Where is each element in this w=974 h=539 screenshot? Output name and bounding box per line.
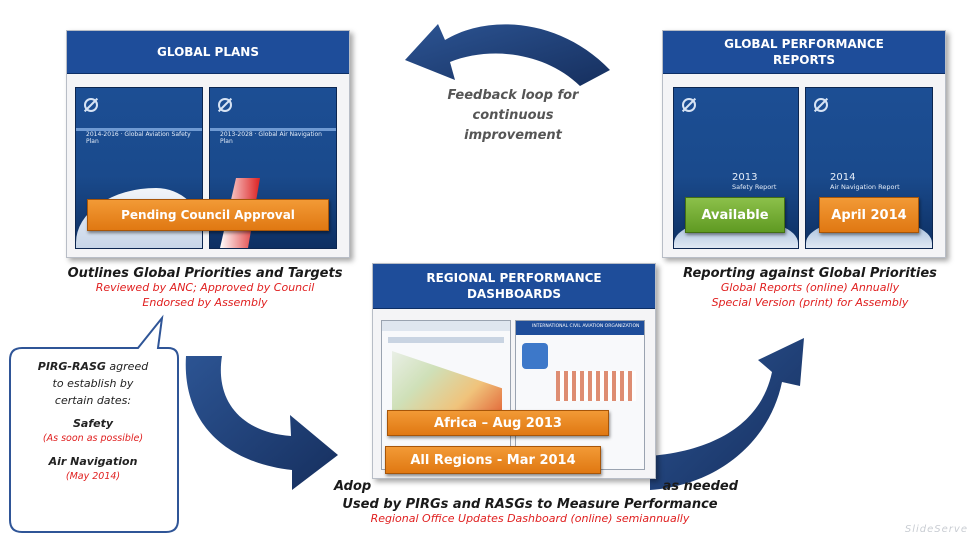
safety-report-year: 2013: [732, 172, 758, 183]
regional-dashboards-title: REGIONAL PERFORMANCE DASHBOARDS: [373, 264, 655, 309]
feedback-loop-label: Feedback loop for continuous improvement: [438, 86, 588, 146]
global-reports-panel: GLOBAL PERFORMANCE REPORTS 2013 Safety R…: [662, 30, 946, 258]
bar-chart-image: [392, 351, 502, 413]
feedback-line1: Feedback loop for: [447, 88, 579, 103]
global-reports-title-line1: GLOBAL PERFORMANCE: [724, 36, 884, 51]
regional-title-line1: REGIONAL PERFORMANCE: [426, 270, 602, 285]
regional-caption-line2: Used by PIRGs and RASGs to Measure Perfo…: [342, 497, 718, 512]
global-plans-caption-line2: Endorsed by Assembly: [142, 295, 268, 309]
all-regions-dashboard-status: All Regions - Mar 2014: [385, 446, 601, 474]
airnav-plan-cover-label: 2013-2028 · Global Air Navigation Plan: [220, 131, 322, 145]
column-chart-image: [556, 371, 636, 401]
icao-logo-icon: [814, 98, 828, 112]
global-reports-caption-line2: Special Version (print) for Assembly: [711, 295, 909, 309]
global-plans-caption-main: Outlines Global Priorities and Targets: [67, 266, 343, 281]
navigation-pad-icon: [522, 343, 548, 369]
global-reports-caption-line1: Global Reports (online) Annually: [720, 281, 900, 294]
global-plans-caption-line1: Reviewed by ANC; Approved by Council: [95, 281, 315, 294]
callout-safety-date: (As soon as possible): [42, 433, 144, 445]
global-plans-title: GLOBAL PLANS: [67, 31, 349, 74]
regional-title-line2: DASHBOARDS: [466, 287, 562, 301]
callout-pirg-rasg: PIRG-RASG: [37, 360, 106, 373]
global-reports-caption: Reporting against Global Priorities Glob…: [660, 266, 960, 311]
callout-safety-label: Safety: [72, 417, 114, 431]
safety-plan-cover-label: 2014-2016 · Global Aviation Safety Plan: [86, 131, 191, 145]
icao-logo-icon: [218, 98, 232, 112]
callout-line3: certain dates:: [54, 394, 132, 408]
global-reports-caption-main: Reporting against Global Priorities: [683, 266, 937, 281]
callout-line1: PIRG-RASG agreed: [12, 358, 174, 375]
africa-dashboard-status: Africa – Aug 2013: [387, 410, 609, 436]
callout-airnav-label: Air Navigation: [48, 454, 138, 468]
regional-dashboards-panel: REGIONAL PERFORMANCE DASHBOARDS INTERNAT…: [372, 263, 656, 479]
regional-caption: Adop as needed Used by PIRGs and RASGs t…: [320, 479, 740, 527]
feedback-arrow: [405, 24, 610, 86]
dashboard-screenshot-right: INTERNATIONAL CIVIL AVIATION ORGANIZATIO…: [515, 320, 645, 470]
airnav-report-year: 2014: [830, 172, 856, 183]
plans-to-regional-arrow: [185, 356, 338, 490]
safety-report-available-status: Available: [685, 197, 785, 233]
airnav-report-name: Air Navigation Report: [830, 183, 900, 191]
feedback-line3: improvement: [464, 128, 562, 144]
feedback-line2: continuous: [472, 108, 554, 124]
global-reports-title-line2: REPORTS: [773, 53, 835, 67]
regional-caption-main: Adop as needed: [320, 479, 740, 497]
regional-caption-main-left: Adop: [334, 479, 372, 494]
pending-approval-status: Pending Council Approval: [87, 199, 329, 231]
callout-line2: to establish by: [52, 377, 134, 391]
callout-bubble-shape: [9, 314, 179, 533]
dashboard-screen-heading: INTERNATIONAL CIVIL AVIATION ORGANIZATIO…: [532, 324, 640, 329]
callout-agreed: agreed: [105, 360, 149, 373]
regional-caption-main-right: as needed: [662, 479, 738, 494]
icao-logo-icon: [84, 98, 98, 112]
dashboard-screenshot-left: [381, 320, 511, 470]
global-plans-caption: Outlines Global Priorities and Targets R…: [40, 266, 370, 311]
pirg-rasg-callout: PIRG-RASG agreed to establish by certain…: [12, 358, 174, 485]
global-reports-title: GLOBAL PERFORMANCE REPORTS: [663, 31, 945, 74]
icao-logo-icon: [682, 98, 696, 112]
regional-caption-line3: Regional Office Updates Dashboard (onlin…: [370, 512, 690, 525]
global-plans-panel: GLOBAL PLANS 2014-2016 · Global Aviation…: [66, 30, 350, 258]
callout-airnav-date: (May 2014): [65, 470, 121, 482]
regional-to-reports-arrow: [650, 338, 804, 490]
safety-report-name: Safety Report: [732, 183, 777, 191]
airnav-report-date-status: April 2014: [819, 197, 919, 233]
watermark-logo: SlideServe: [904, 524, 968, 535]
